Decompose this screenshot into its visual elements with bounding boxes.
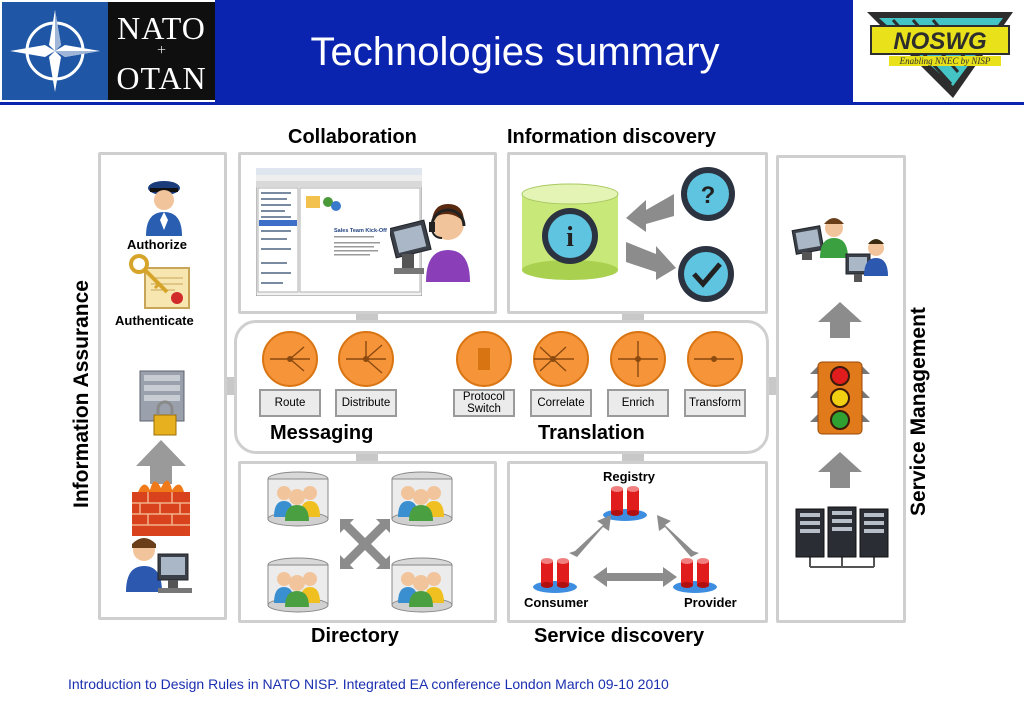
heading-directory: Directory <box>311 625 399 647</box>
consumer-label: Consumer <box>524 595 589 610</box>
up-arrow-icon-lower <box>818 452 862 488</box>
footer-text: Introduction to Design Rules in NATO NIS… <box>68 676 669 692</box>
arrow-left-icon <box>626 194 674 232</box>
nato-wordmark-plus: + <box>156 42 167 59</box>
connector-translation-service <box>622 450 644 461</box>
officer-icon <box>146 181 182 236</box>
service-management-label: Service Management <box>907 307 930 516</box>
nato-otan-wordmark: NATO + OTAN <box>108 2 215 100</box>
secure-server-icon <box>139 370 185 436</box>
noswg-logo-text: NOSWG <box>893 28 986 55</box>
traffic-light-icon <box>810 361 870 435</box>
page-title: Technologies summary <box>310 30 720 74</box>
title-bar <box>215 0 853 102</box>
heading-collaboration: Collaboration <box>288 126 417 148</box>
info-database-icon: i <box>521 183 619 280</box>
authenticate-label: Authenticate <box>115 313 194 328</box>
enrich-node: Enrich <box>607 389 669 417</box>
headset-operator-icon <box>390 204 470 282</box>
svg-text:?: ? <box>701 182 716 209</box>
provider-label: Provider <box>684 595 737 610</box>
heading-information-discovery: Information discovery <box>507 126 716 148</box>
heading-messaging: Messaging <box>270 422 374 444</box>
transform-node: Transform <box>684 389 746 417</box>
service-discovery-graphic <box>533 486 717 593</box>
messaging-icon-arrows <box>270 341 734 377</box>
authorize-label: Authorize <box>127 237 187 252</box>
header: NATO + OTAN Technologies summary NOSWG E… <box>0 0 1024 105</box>
heading-service-discovery: Service discovery <box>534 625 705 647</box>
connector-messaging-directory <box>356 450 378 461</box>
heading-translation: Translation <box>538 422 645 444</box>
checkmark-icon <box>678 246 734 302</box>
collab-window-title: Sales Team Kick-Off <box>334 228 387 234</box>
connector-assurance-messaging <box>224 377 236 395</box>
server-rack-icon <box>795 506 889 568</box>
distribute-node: Distribute <box>335 389 397 417</box>
correlate-node: Correlate <box>530 389 592 417</box>
arrow-right-icon <box>626 242 676 280</box>
registry-label: Registry <box>603 469 656 484</box>
users-workstations-icon <box>791 218 888 282</box>
header-rule <box>0 102 1024 105</box>
directory-graphic <box>267 471 453 613</box>
noswg-tagline: Enabling NNEC by NISP <box>899 56 991 66</box>
up-arrow-icon <box>818 302 862 338</box>
key-certificate-icon <box>129 254 190 309</box>
nato-wordmark-line1: NATO <box>117 10 206 46</box>
route-node: Route <box>259 389 321 417</box>
nato-wordmark-line2: OTAN <box>116 60 207 96</box>
noswg-logo: NOSWG Enabling NNEC by NISP <box>853 0 1024 102</box>
question-icon: ? <box>681 167 735 221</box>
protocol-switch-node: Protocol Switch <box>453 389 515 417</box>
svg-text:i: i <box>566 222 574 253</box>
user-workstation-icon <box>126 538 192 593</box>
nato-compass-logo <box>2 2 108 100</box>
information-assurance-label: Information Assurance <box>70 280 93 508</box>
firewall-icon <box>132 440 190 536</box>
